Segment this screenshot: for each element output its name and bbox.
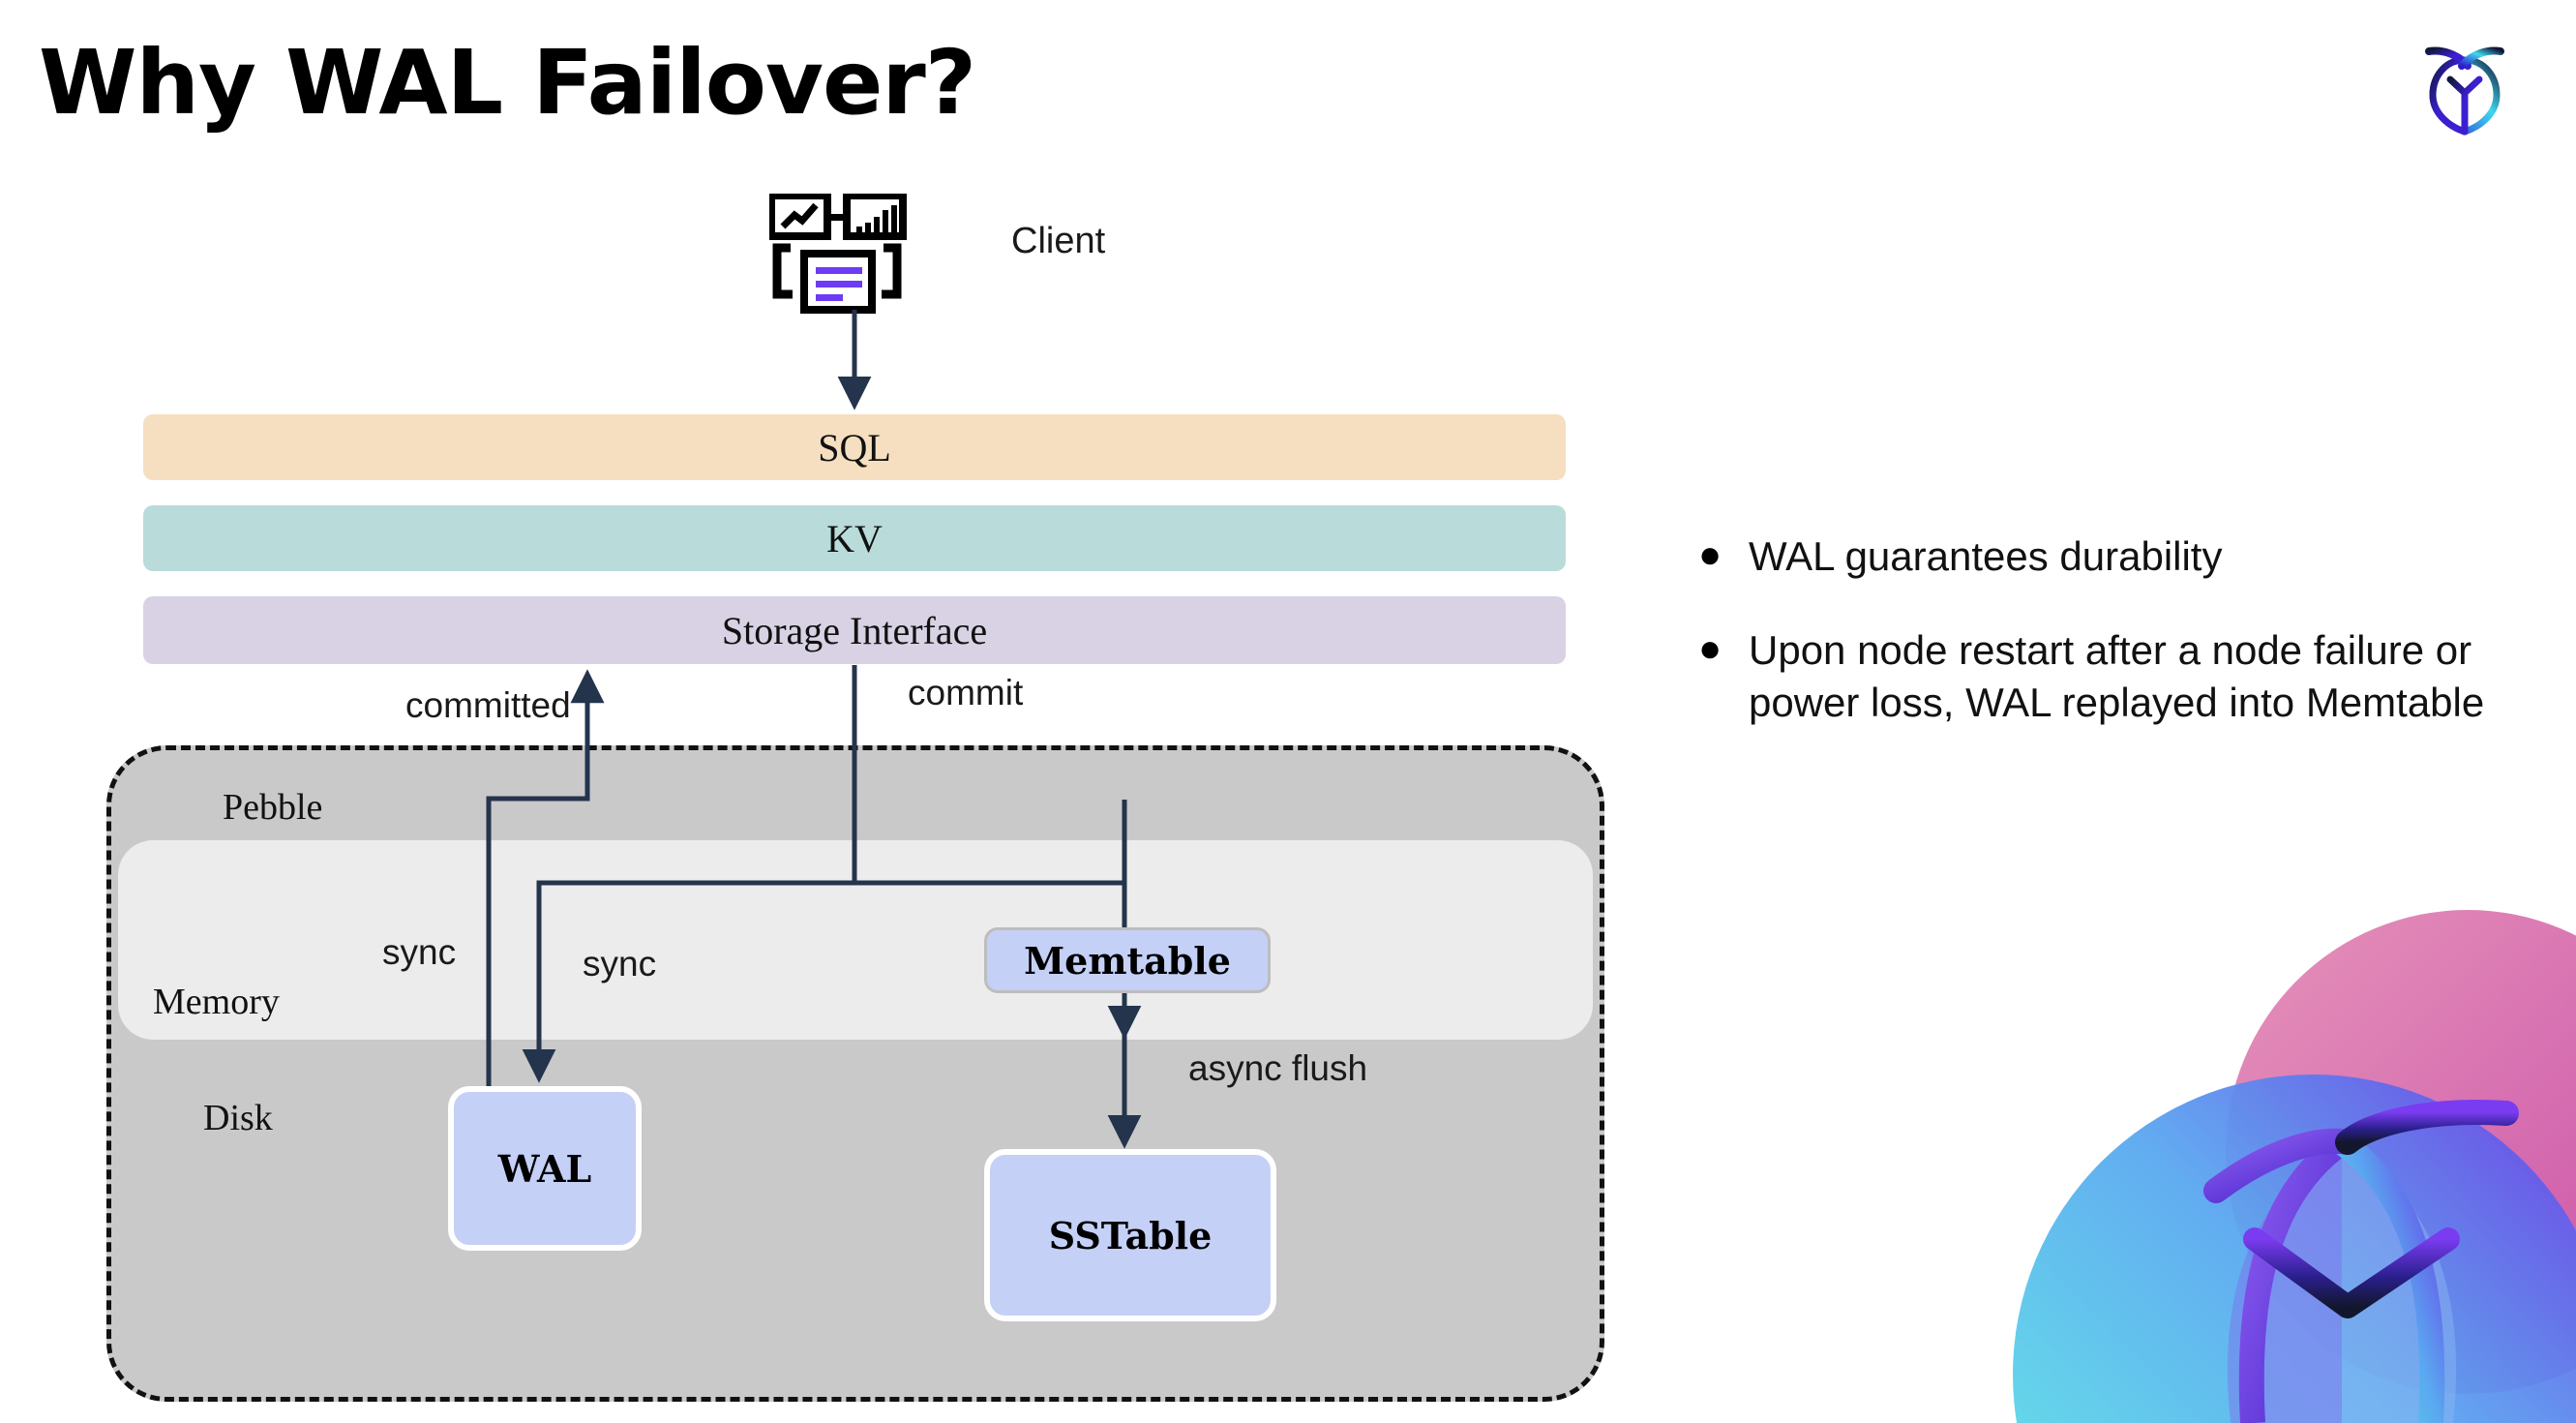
layer-bar-storage-interface-label: Storage Interface	[721, 608, 988, 652]
node-sstable-label: SSTable	[1048, 1213, 1213, 1257]
bullet-marker-icon: ●	[1698, 626, 1722, 670]
edge-label-async-flush: async flush	[1188, 1048, 1368, 1088]
layer-bar-sql: SQL	[143, 414, 1566, 480]
edge-label-sync-left: sync	[382, 932, 457, 972]
layer-bar-kv: KV	[143, 505, 1566, 571]
cockroach-labs-logo-icon	[2411, 31, 2518, 137]
node-wal-label: WAL	[497, 1146, 592, 1191]
edge-label-sync-right: sync	[583, 944, 657, 984]
memory-region	[118, 840, 1593, 1040]
page-title: Why WAL Failover?	[39, 31, 976, 135]
node-wal: WAL	[448, 1086, 642, 1251]
node-sstable: SSTable	[984, 1149, 1276, 1321]
edge-label-commit: commit	[908, 673, 1024, 712]
layer-bar-sql-label: SQL	[818, 425, 891, 469]
memory-label: Memory	[153, 982, 280, 1022]
bullet-list: ● WAL guarantees durability ● Upon node …	[1698, 530, 2492, 771]
edge-label-committed: committed	[405, 685, 571, 725]
client-label: Client	[1011, 221, 1106, 261]
client-dashboard-icon	[767, 192, 924, 319]
bullet-text: Upon node restart after a node failure o…	[1749, 626, 2485, 726]
list-item: ● Upon node restart after a node failure…	[1698, 624, 2492, 730]
bullet-text: WAL guarantees durability	[1749, 533, 2223, 579]
list-item: ● WAL guarantees durability	[1698, 530, 2492, 584]
node-memtable-label: Memtable	[1024, 938, 1231, 983]
layer-bar-kv-label: KV	[826, 516, 883, 560]
layer-bar-storage-interface: Storage Interface	[143, 596, 1566, 664]
disk-label: Disk	[203, 1098, 273, 1138]
bullet-marker-icon: ●	[1698, 533, 1722, 576]
pebble-label: Pebble	[223, 787, 323, 828]
node-memtable: Memtable	[984, 927, 1271, 993]
gradient-circles-logo-mark	[1926, 900, 2576, 1423]
